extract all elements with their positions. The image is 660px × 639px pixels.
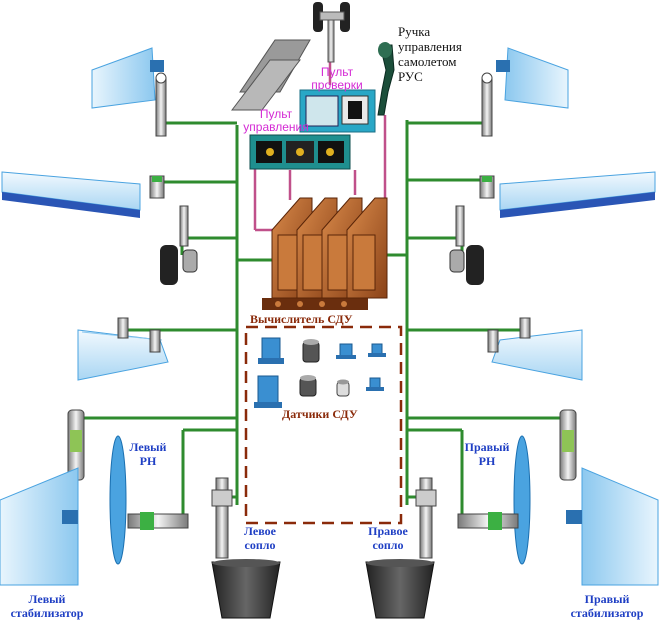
right-main-gear-icon	[449, 205, 484, 285]
right-aileron-icon	[487, 317, 583, 381]
test-panel-label: Пульт проверки	[311, 65, 363, 92]
rus-label: Ручка управления самолетом РУС	[398, 24, 462, 84]
left-nozzle-actuator-icon	[211, 477, 233, 559]
left-canard-icon	[91, 47, 164, 109]
left-canard-actuator-icon	[155, 72, 167, 137]
sensor-small-icon	[366, 377, 384, 391]
sensor-small-icon	[336, 343, 356, 359]
left-rudder-actuator-icon	[67, 409, 85, 481]
left-stabilizer-icon	[0, 467, 79, 586]
left-rudder-icon	[109, 435, 127, 565]
left-main-gear-icon	[160, 205, 198, 285]
right-rudder-linkage-icon	[457, 512, 519, 530]
left-rudder-linkage-icon	[127, 512, 189, 530]
left-nozzle-icon	[211, 559, 281, 619]
right-rudder-icon	[513, 435, 531, 565]
sensors-label: Датчики СДУ	[282, 407, 358, 421]
left-aileron-icon	[77, 317, 169, 381]
computer-label: Вычислитель СДУ	[250, 312, 353, 326]
test-panel-icon	[230, 39, 376, 133]
computer-unit	[262, 197, 388, 310]
right-nozzle-label: Правое сопло	[368, 524, 408, 552]
sensor-block-icon	[254, 375, 282, 408]
control-stick-icon	[377, 42, 395, 116]
right-stabilizer-label: Правый стабилизатор	[570, 592, 644, 620]
control-panel-label: Пульт управления	[243, 107, 309, 134]
sensor-block-icon	[258, 337, 284, 364]
left-stabilizer-label: Левый стабилизатор	[10, 592, 84, 620]
left-rudder-label: Левый РН	[129, 440, 167, 468]
sensor-boundary	[244, 325, 403, 525]
right-canard-actuator-icon	[481, 72, 493, 137]
right-stabilizer-icon	[566, 467, 659, 586]
right-nozzle-icon	[365, 559, 435, 619]
right-canard-icon	[496, 47, 569, 109]
right-nozzle-actuator-icon	[415, 477, 437, 559]
left-wing-flap-icon	[1, 171, 165, 218]
control-panel-icon	[249, 134, 351, 170]
right-wing-flap-icon	[479, 171, 656, 218]
sensor-cylinder-icon	[299, 375, 317, 397]
right-rudder-label: Правый РН	[464, 440, 510, 468]
sensor-cylinder-icon	[302, 339, 320, 363]
left-nozzle-label: Левое сопло	[244, 524, 276, 552]
sensor-cylinder-icon	[336, 379, 350, 397]
computer-module	[346, 197, 388, 299]
right-rudder-actuator-icon	[559, 409, 577, 481]
sensors-group	[254, 337, 386, 408]
signal-lines	[253, 60, 387, 232]
sensor-small-icon	[368, 343, 386, 357]
nose-gear-icon	[313, 2, 350, 63]
